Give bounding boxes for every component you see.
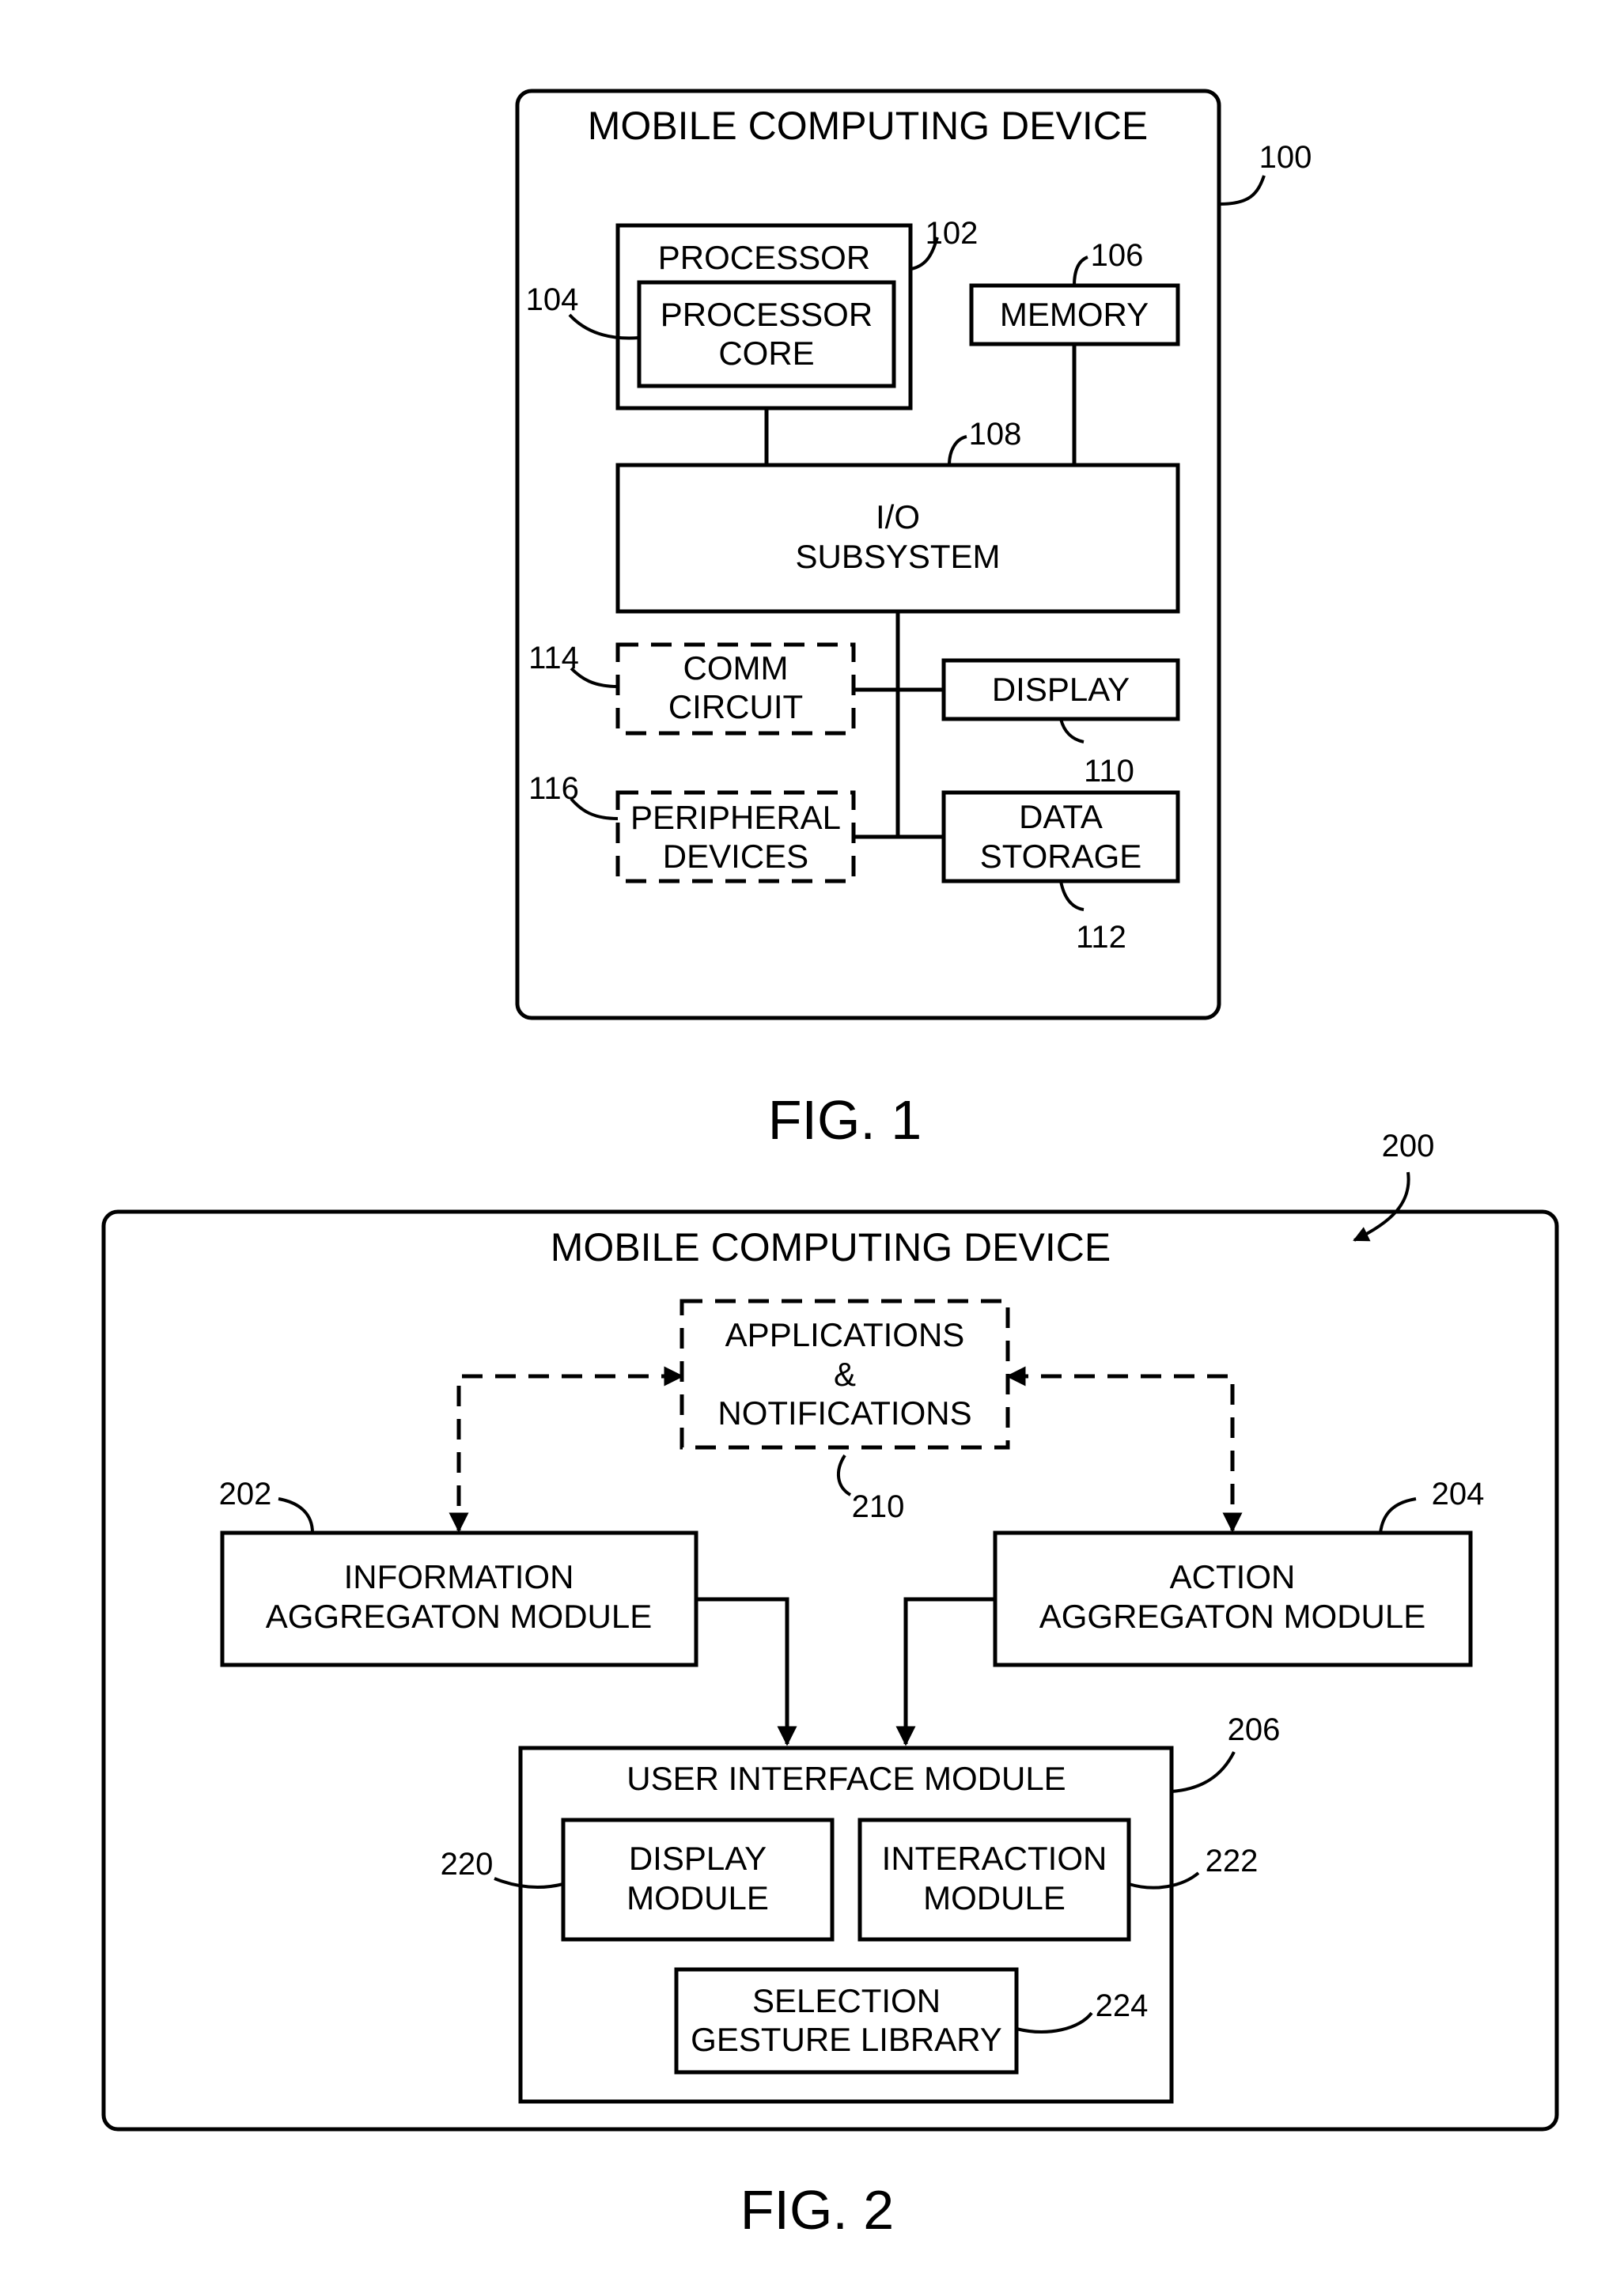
fig2-caption: FIG. 2: [740, 2179, 894, 2241]
fig2-ref-200-leader: [1354, 1172, 1409, 1240]
comm-circuit-label-2: CIRCUIT: [668, 688, 803, 725]
display-ref: 110: [1084, 754, 1134, 789]
selection-library-label-2: GESTURE LIBRARY: [691, 2021, 1002, 2058]
processor-ref: 102: [926, 216, 979, 251]
processor-core-label-1: PROCESSOR: [661, 296, 873, 333]
io-subsystem-ref-leader: [949, 437, 967, 465]
display-module-label-1: DISPLAY: [629, 1840, 767, 1877]
fig1-ref-100-leader: [1220, 176, 1264, 204]
display-module-ref-leader: [494, 1878, 563, 1887]
action-module-ref: 204: [1432, 1477, 1485, 1511]
ui-module-ref: 206: [1228, 1712, 1281, 1747]
data-storage-ref-leader: [1061, 881, 1084, 910]
fig1-ref-100: 100: [1259, 140, 1312, 175]
information-module-ref-leader: [278, 1499, 312, 1533]
applications-label-3: NOTIFICATIONS: [717, 1394, 971, 1432]
applications-ref: 210: [852, 1489, 905, 1524]
io-subsystem-label-1: I/O: [876, 498, 920, 535]
fig2-diagram: 200 MOBILE COMPUTING DEVICE APPLICATIONS…: [104, 1129, 1557, 2241]
comm-circuit-ref: 114: [528, 641, 579, 675]
interaction-module-ref: 222: [1206, 1844, 1259, 1878]
peripheral-devices-ref: 116: [528, 771, 579, 806]
applications-label-2: &: [834, 1356, 856, 1393]
memory-ref: 106: [1091, 238, 1144, 273]
interaction-module-ref-leader: [1129, 1873, 1198, 1888]
io-subsystem-ref: 108: [969, 417, 1022, 452]
information-module-ref: 202: [219, 1477, 272, 1511]
data-storage-ref: 112: [1076, 920, 1126, 955]
action-module-label-1: ACTION: [1170, 1558, 1296, 1595]
selection-library-ref-leader: [1016, 2013, 1092, 2032]
fig2-ref-200: 200: [1382, 1129, 1435, 1163]
data-storage-label-1: DATA: [1019, 798, 1103, 835]
fig1-diagram: MOBILE COMPUTING DEVICE 100 PROCESSOR 10…: [517, 91, 1312, 1151]
selection-library-ref: 224: [1096, 1988, 1149, 2023]
display-ref-leader: [1061, 719, 1084, 742]
action-module-ref-leader: [1380, 1499, 1416, 1533]
applications-label-1: APPLICATIONS: [725, 1316, 965, 1353]
ui-module-label: USER INTERFACE MODULE: [627, 1760, 1066, 1797]
info-apps-link: [459, 1376, 682, 1530]
processor-core-label-2: CORE: [718, 335, 814, 372]
comm-circuit-label-1: COMM: [683, 649, 789, 687]
peripheral-devices-label-1: PERIPHERAL: [630, 799, 841, 836]
action-to-ui-arrow: [906, 1599, 995, 1744]
fig2-device-title: MOBILE COMPUTING DEVICE: [551, 1225, 1111, 1269]
processor-core-ref-leader: [570, 315, 639, 339]
information-module-label-2: AGGREGATON MODULE: [266, 1598, 653, 1635]
io-subsystem-label-2: SUBSYSTEM: [795, 538, 1000, 575]
display-module-ref: 220: [441, 1847, 494, 1882]
memory-ref-leader: [1074, 257, 1088, 286]
info-to-ui-arrow: [696, 1599, 787, 1744]
data-storage-label-2: STORAGE: [980, 838, 1142, 875]
fig1-device-title: MOBILE COMPUTING DEVICE: [588, 104, 1148, 148]
processor-label: PROCESSOR: [658, 239, 870, 276]
information-module-label-1: INFORMATION: [344, 1558, 574, 1595]
applications-ref-leader: [838, 1455, 850, 1495]
action-apps-link: [1008, 1376, 1232, 1530]
display-module-label-2: MODULE: [627, 1879, 769, 1916]
interaction-module-label-2: MODULE: [923, 1879, 1066, 1916]
peripheral-devices-label-2: DEVICES: [663, 838, 808, 875]
selection-library-label-1: SELECTION: [752, 1982, 941, 2019]
processor-core-ref: 104: [526, 282, 579, 317]
fig1-caption: FIG. 1: [768, 1089, 922, 1151]
memory-label: MEMORY: [1000, 296, 1149, 333]
ui-module-ref-leader: [1172, 1752, 1234, 1791]
display-label: DISPLAY: [992, 671, 1130, 708]
interaction-module-label-1: INTERACTION: [882, 1840, 1107, 1877]
action-module-label-2: AGGREGATON MODULE: [1039, 1598, 1426, 1635]
